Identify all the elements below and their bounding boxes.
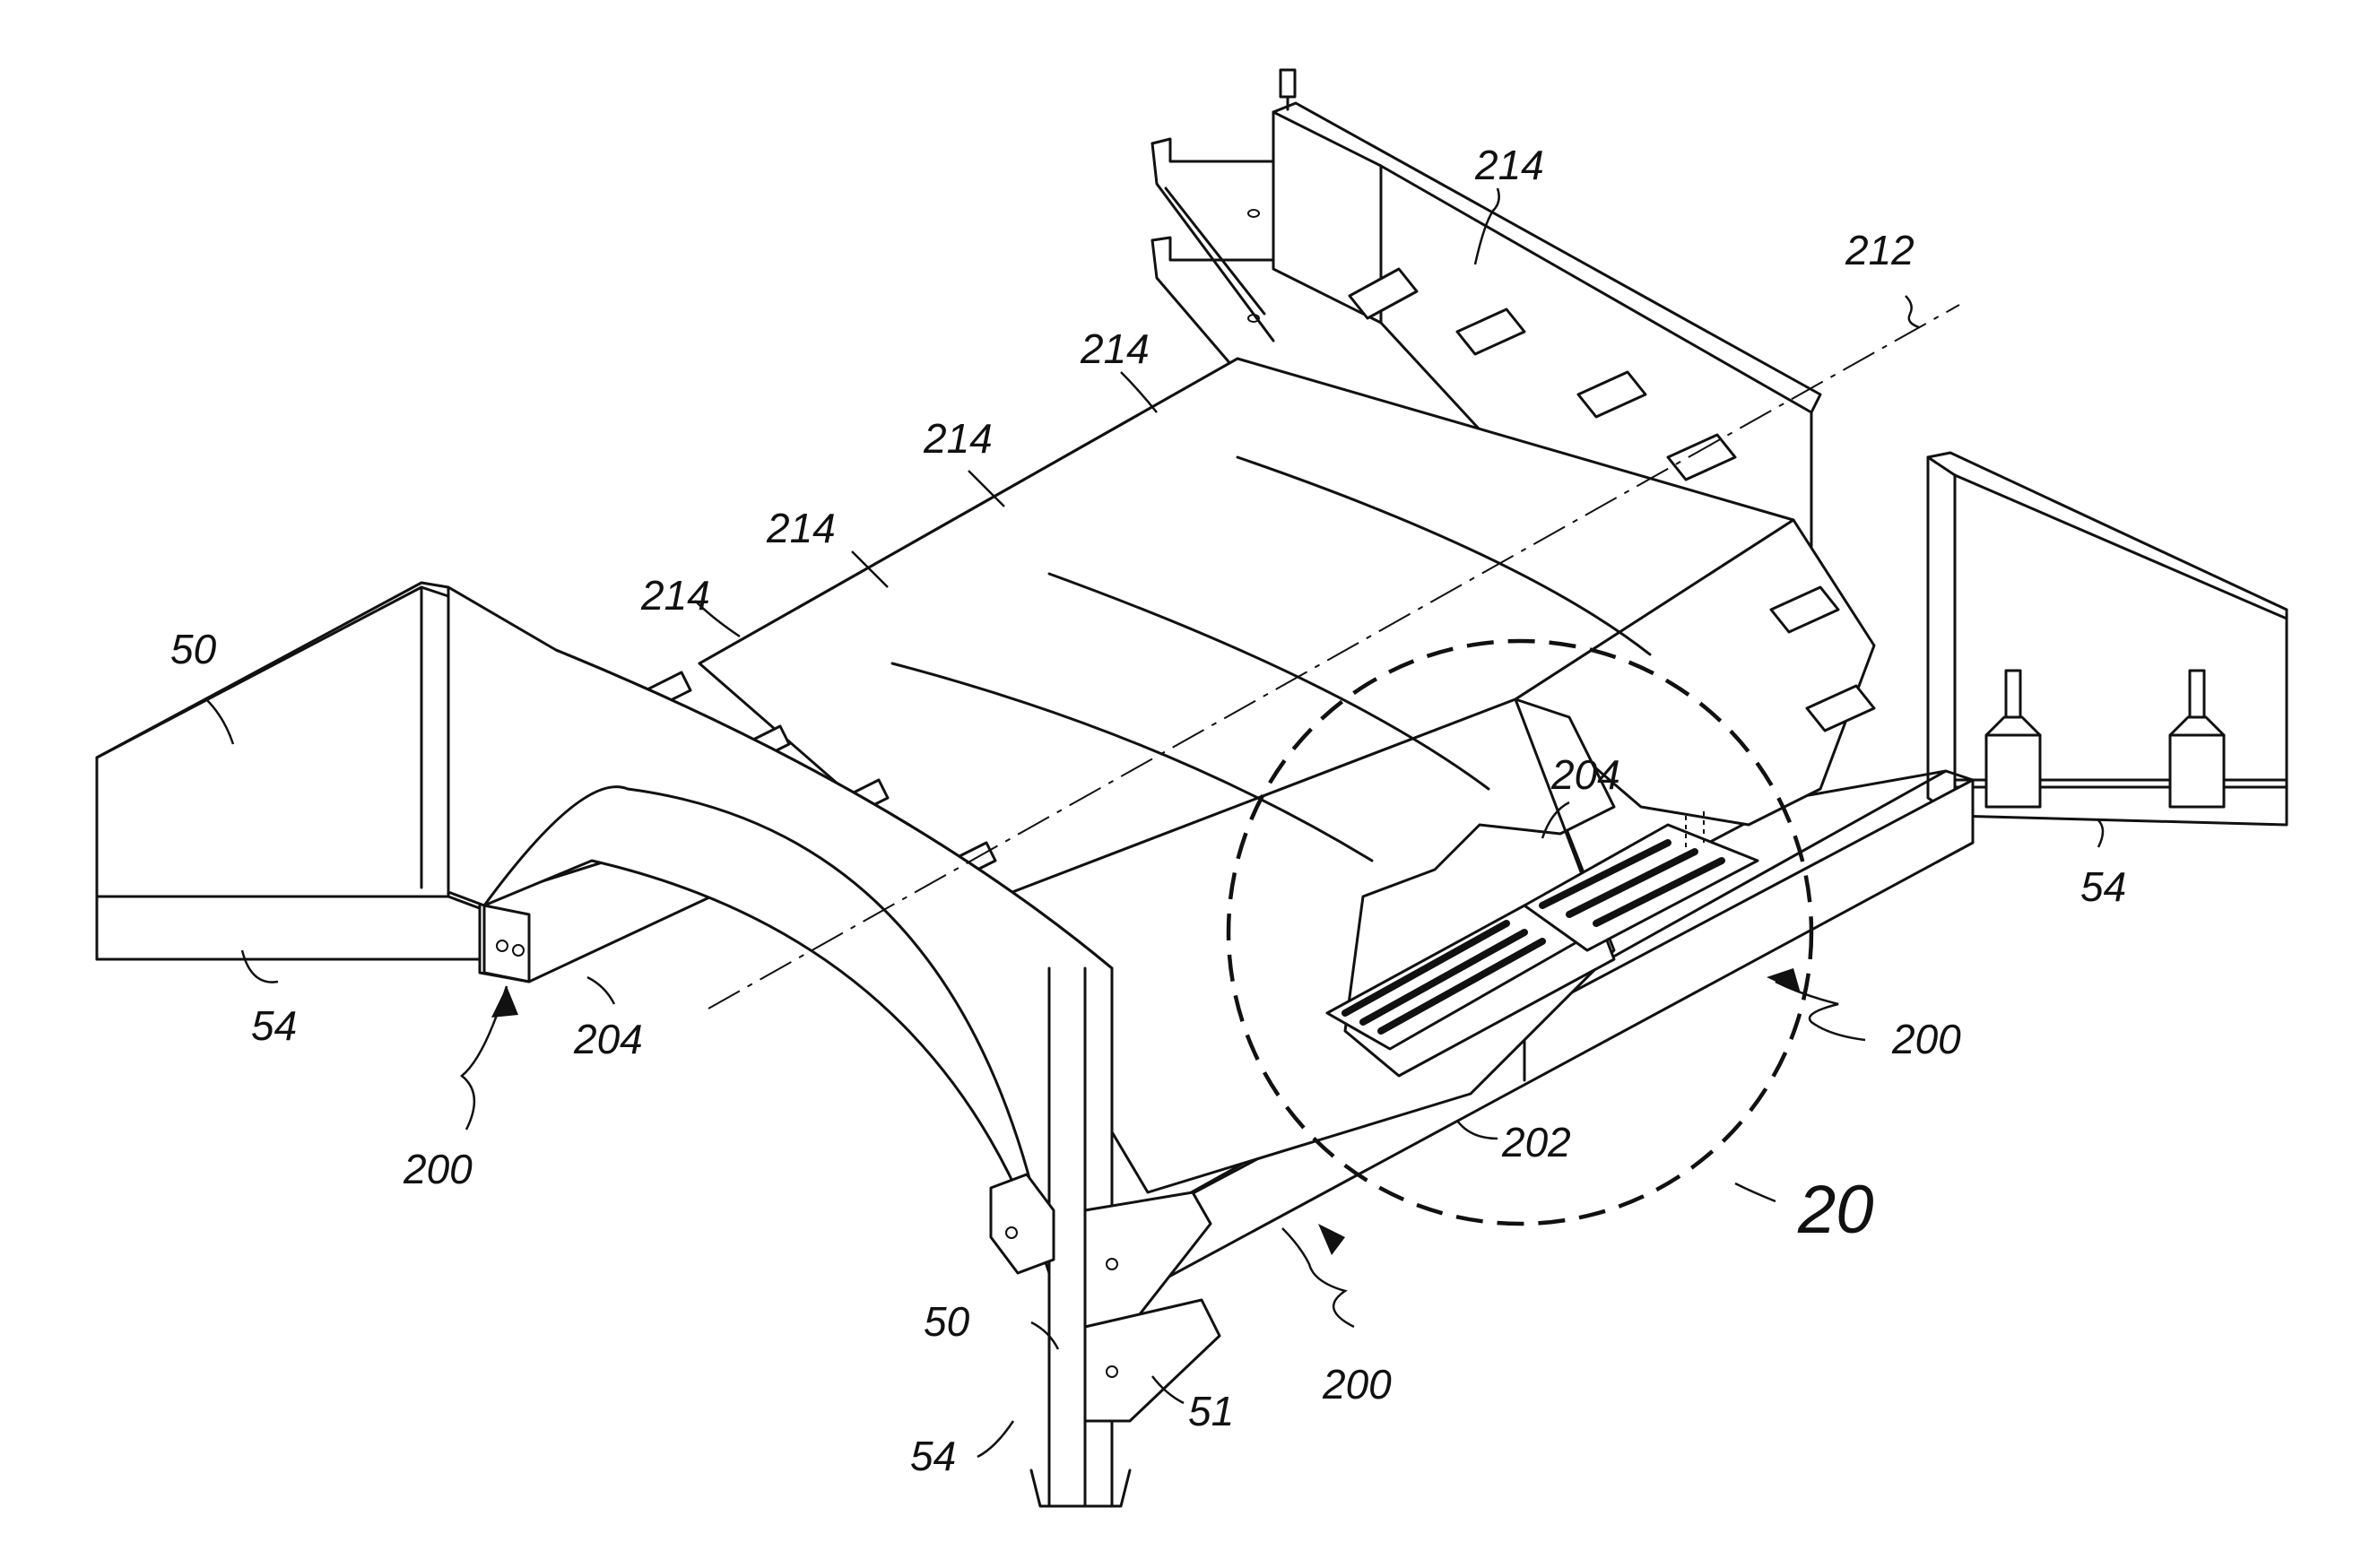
label-212: 212 xyxy=(1845,227,1915,273)
label-200-left: 200 xyxy=(403,1146,473,1192)
label-54-right: 54 xyxy=(2080,863,2126,910)
label-54-left: 54 xyxy=(251,1002,297,1049)
label-214-e: 214 xyxy=(640,572,710,619)
right-wing-assembly xyxy=(1928,453,2287,825)
label-204-left: 204 xyxy=(573,1016,643,1062)
label-51-front: 51 xyxy=(1188,1388,1234,1434)
label-214-a: 214 xyxy=(1474,142,1544,188)
front-brackets xyxy=(991,1174,1220,1421)
label-50-front: 50 xyxy=(924,1298,970,1345)
label-214-d: 214 xyxy=(766,505,836,551)
label-200-front: 200 xyxy=(1322,1361,1392,1408)
label-214-b: 214 xyxy=(1080,325,1150,372)
label-214-c: 214 xyxy=(923,415,993,462)
label-54-front: 54 xyxy=(910,1433,956,1479)
label-204-right: 204 xyxy=(1550,751,1620,798)
label-200-right: 200 xyxy=(1891,1016,1961,1062)
label-202: 202 xyxy=(1501,1119,1571,1165)
left-end-wall xyxy=(97,583,448,897)
label-50-left: 50 xyxy=(170,626,217,672)
label-20: 20 xyxy=(1797,1172,1874,1248)
